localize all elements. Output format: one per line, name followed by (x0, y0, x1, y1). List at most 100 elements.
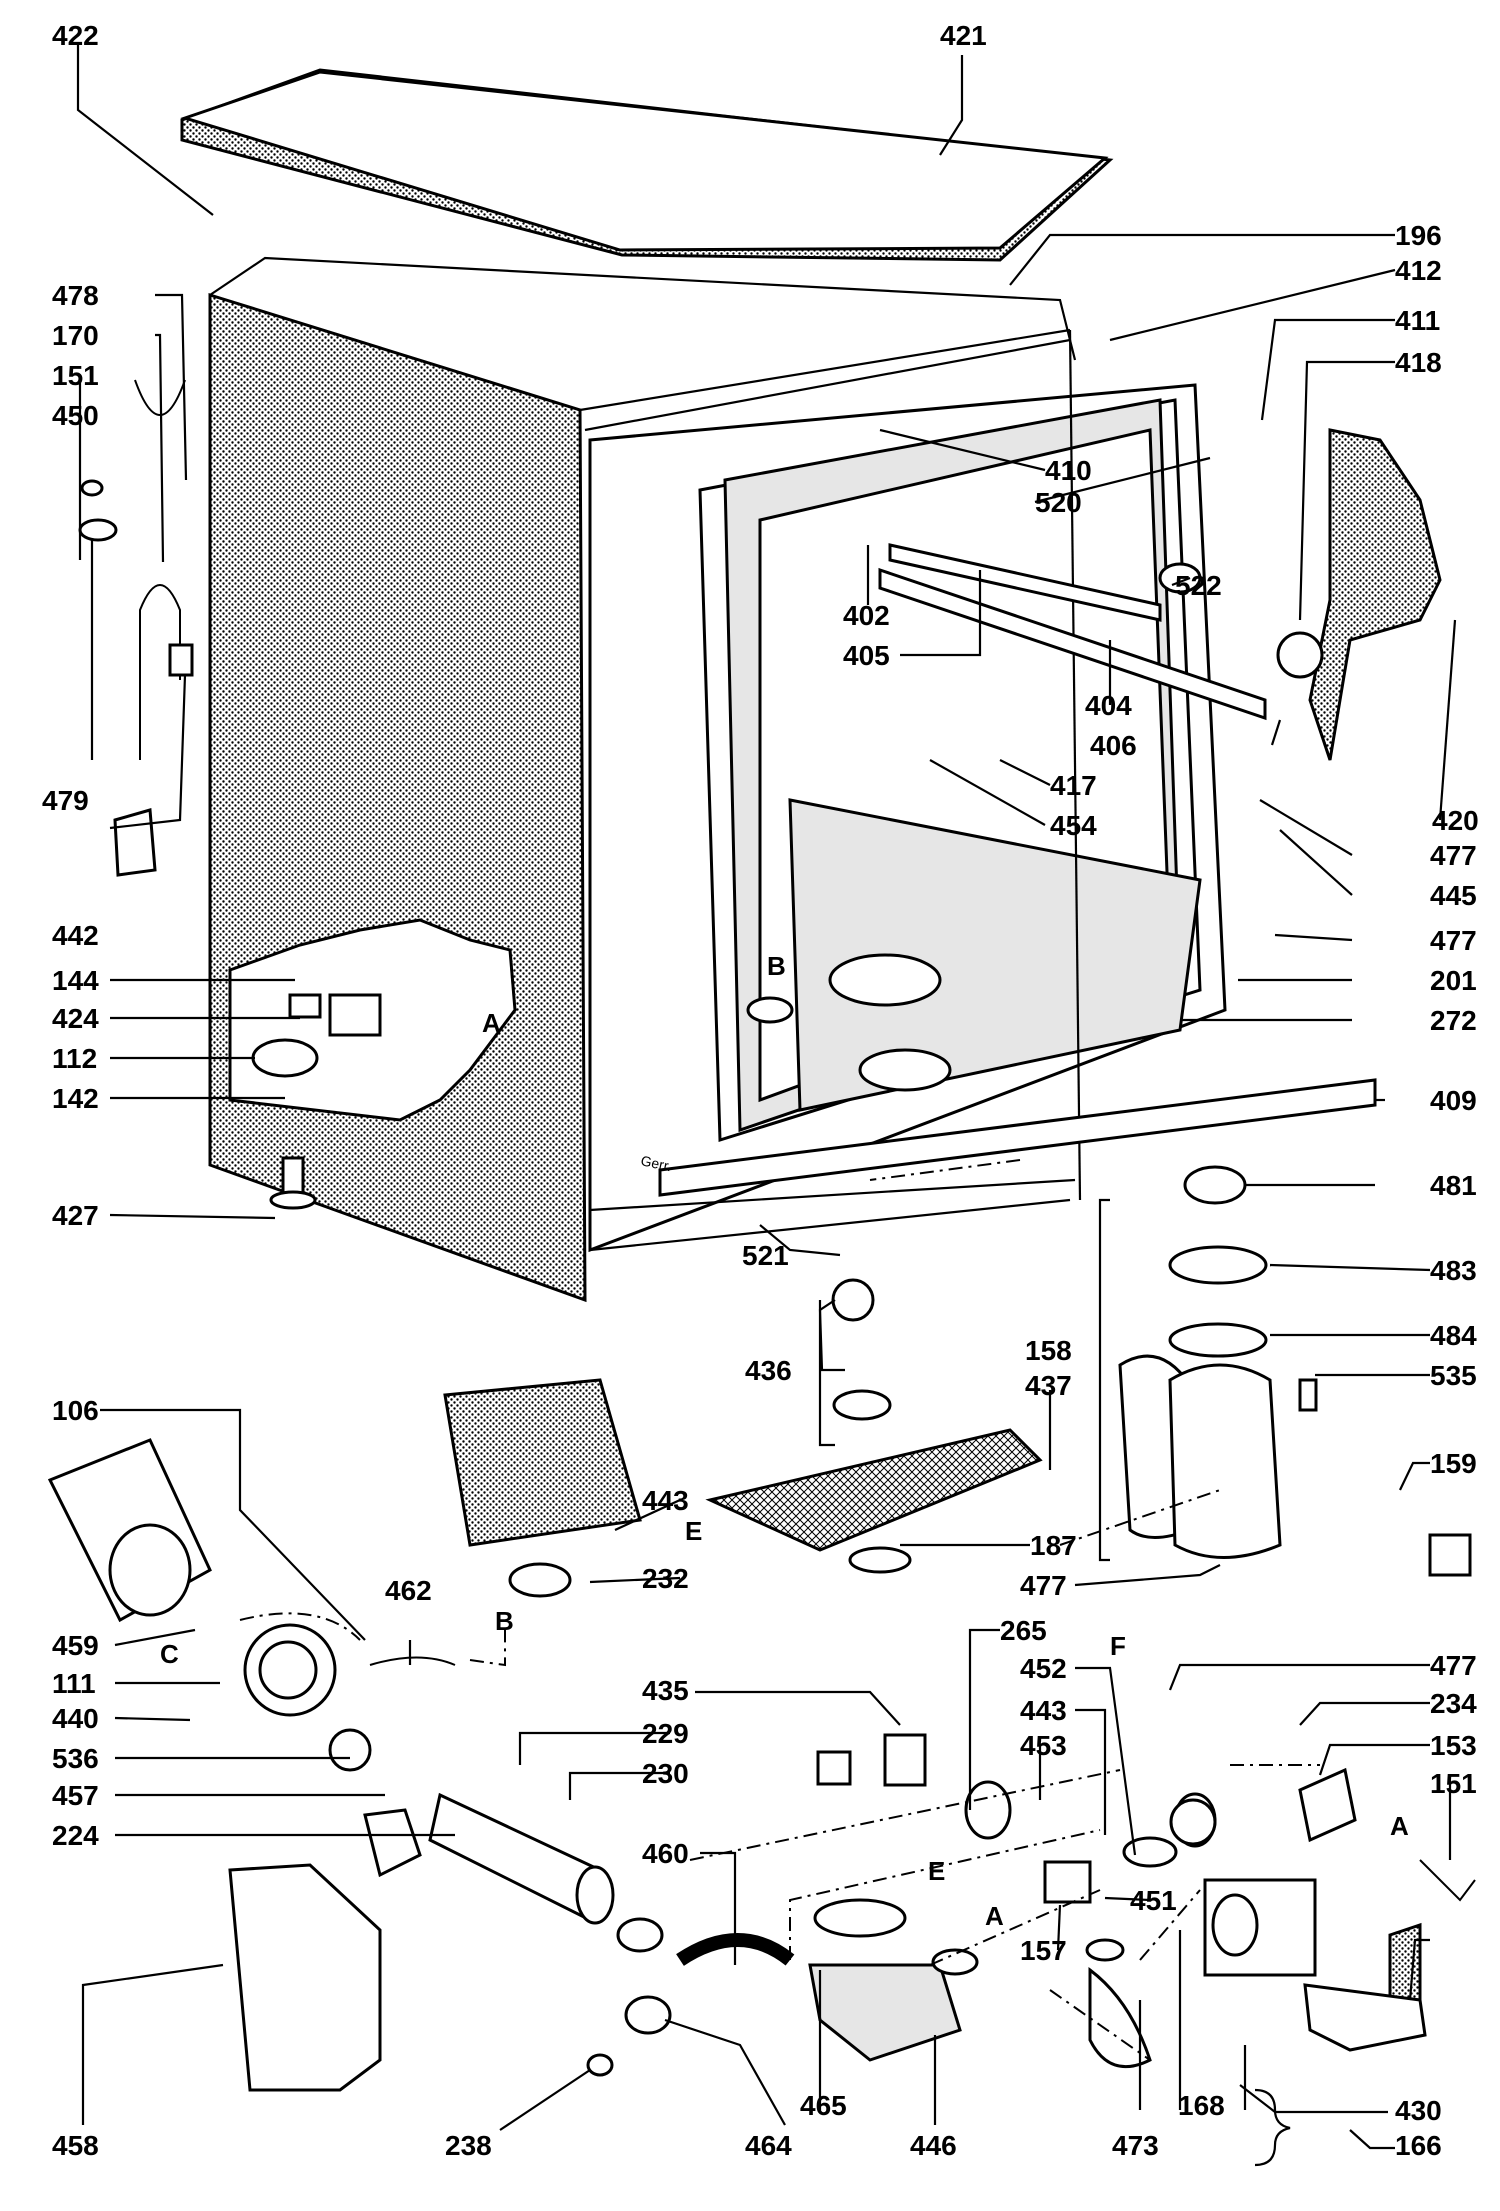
part-label-462: 462 (385, 1575, 432, 1606)
signature-text: Gerr. (639, 1152, 673, 1174)
part-label-153: 153 (1430, 1730, 1477, 1761)
part-label-459: 459 (52, 1630, 99, 1661)
side-panel-part (1158, 428, 1442, 761)
part-label-151: 151 (1430, 1768, 1477, 1799)
part-label-452: 452 (1020, 1653, 1067, 1684)
part-label-445: 445 (1430, 880, 1477, 911)
part-label-230: 230 (642, 1758, 689, 1789)
part-label-417: 417 (1050, 770, 1097, 801)
part-label-451: 451 (1130, 1885, 1177, 1916)
part-label-421: 421 (940, 20, 987, 51)
part-label-187: 187 (1030, 1530, 1077, 1561)
part-label-435: 435 (642, 1675, 689, 1706)
part-label-404: 404 (1085, 690, 1132, 721)
part-label-535: 535 (1430, 1360, 1477, 1391)
connection-letters: B A E B C F E A A (160, 951, 1409, 1931)
part-label-151: 151 (52, 360, 99, 391)
part-label-460: 460 (642, 1838, 689, 1869)
part-label-196: 196 (1395, 220, 1442, 251)
part-label-442: 442 (52, 920, 99, 951)
leader-lines (76, 45, 1457, 2150)
part-label-168: 168 (1178, 2090, 1225, 2121)
part-label-409: 409 (1430, 1085, 1477, 1116)
part-label-272: 272 (1430, 1005, 1477, 1036)
part-label-238: 238 (445, 2130, 492, 2161)
part-label-454: 454 (1050, 810, 1097, 841)
connector-letter-b: B (495, 1606, 514, 1636)
part-label-406: 406 (1090, 730, 1137, 761)
part-label-484: 484 (1430, 1320, 1477, 1351)
connector-letter-f: F (1110, 1631, 1126, 1661)
part-label-536: 536 (52, 1743, 99, 1774)
part-label-477: 477 (1430, 1650, 1477, 1681)
part-label-422: 422 (52, 20, 99, 51)
connector-letter-c: C (160, 1639, 179, 1669)
part-label-157: 157 (1020, 1935, 1067, 1966)
part-label-458: 458 (52, 2130, 99, 2161)
part-label-158: 158 (1025, 1335, 1072, 1366)
part-label-477: 477 (1430, 840, 1477, 871)
part-label-479: 479 (42, 785, 89, 816)
part-label-450: 450 (52, 400, 99, 431)
part-label-224: 224 (52, 1820, 99, 1851)
part-label-522: 522 (1175, 570, 1222, 601)
part-label-424: 424 (52, 1003, 99, 1034)
part-label-477: 477 (1020, 1570, 1067, 1601)
part-label-106: 106 (52, 1395, 99, 1426)
water-softener-part (1118, 1165, 1472, 1577)
part-label-473: 473 (1112, 2130, 1159, 2161)
part-label-201: 201 (1430, 965, 1477, 996)
connector-letter-b: B (767, 951, 786, 981)
part-label-166: 166 (1395, 2130, 1442, 2161)
part-label-478: 478 (52, 280, 99, 311)
connector-letter-e: E (685, 1516, 702, 1546)
part-label-418: 418 (1395, 347, 1442, 378)
part-label-446: 446 (910, 2130, 957, 2161)
grouping-brace (1254, 2088, 1291, 2167)
bottom-parts (47, 1278, 1476, 2092)
part-label-483: 483 (1430, 1255, 1477, 1286)
connector-letter-e: E (928, 1856, 945, 1886)
part-label-159: 159 (1430, 1448, 1477, 1479)
part-label-430: 430 (1395, 2095, 1442, 2126)
part-label-427: 427 (52, 1200, 99, 1231)
part-label-412: 412 (1395, 255, 1442, 286)
part-label-521: 521 (742, 1240, 789, 1271)
part-label-437: 437 (1025, 1370, 1072, 1401)
part-label-436: 436 (745, 1355, 792, 1386)
part-label-464: 464 (745, 2130, 792, 2161)
part-label-411: 411 (1395, 305, 1440, 336)
part-label-142: 142 (52, 1083, 99, 1114)
cabinet-frame (208, 256, 1377, 1303)
part-label-410: 410 (1045, 455, 1092, 486)
part-label-402: 402 (843, 600, 890, 631)
part-label-229: 229 (642, 1718, 689, 1749)
part-label-405: 405 (843, 640, 890, 671)
part-label-453: 453 (1020, 1730, 1067, 1761)
part-label-465: 465 (800, 2090, 847, 2121)
part-label-443: 443 (1020, 1695, 1067, 1726)
connector-letter-a: A (482, 1008, 501, 1038)
part-label-440: 440 (52, 1703, 99, 1734)
part-label-234: 234 (1430, 1688, 1477, 1719)
part-labels: 422 421 196 412 411 418 478 170 151 450 … (42, 20, 1479, 2161)
left-small-parts (78, 379, 382, 1210)
grouping-bracket (1098, 1198, 1110, 1562)
part-label-111: 111 (52, 1668, 96, 1699)
connector-letter-a: A (985, 1901, 1004, 1931)
connector-letter-a: A (1390, 1811, 1409, 1841)
part-label-457: 457 (52, 1780, 99, 1811)
part-label-112: 112 (52, 1043, 97, 1074)
part-label-481: 481 (1430, 1170, 1477, 1201)
bracket-436 (818, 1300, 835, 1447)
part-label-477: 477 (1430, 925, 1477, 956)
part-label-420: 420 (1432, 805, 1479, 836)
part-label-265: 265 (1000, 1615, 1047, 1646)
top-cover-part (180, 68, 1114, 262)
part-label-443: 443 (642, 1485, 689, 1516)
part-label-144: 144 (52, 965, 99, 996)
part-label-520: 520 (1035, 487, 1082, 518)
part-label-232: 232 (642, 1563, 689, 1594)
part-label-170: 170 (52, 320, 99, 351)
